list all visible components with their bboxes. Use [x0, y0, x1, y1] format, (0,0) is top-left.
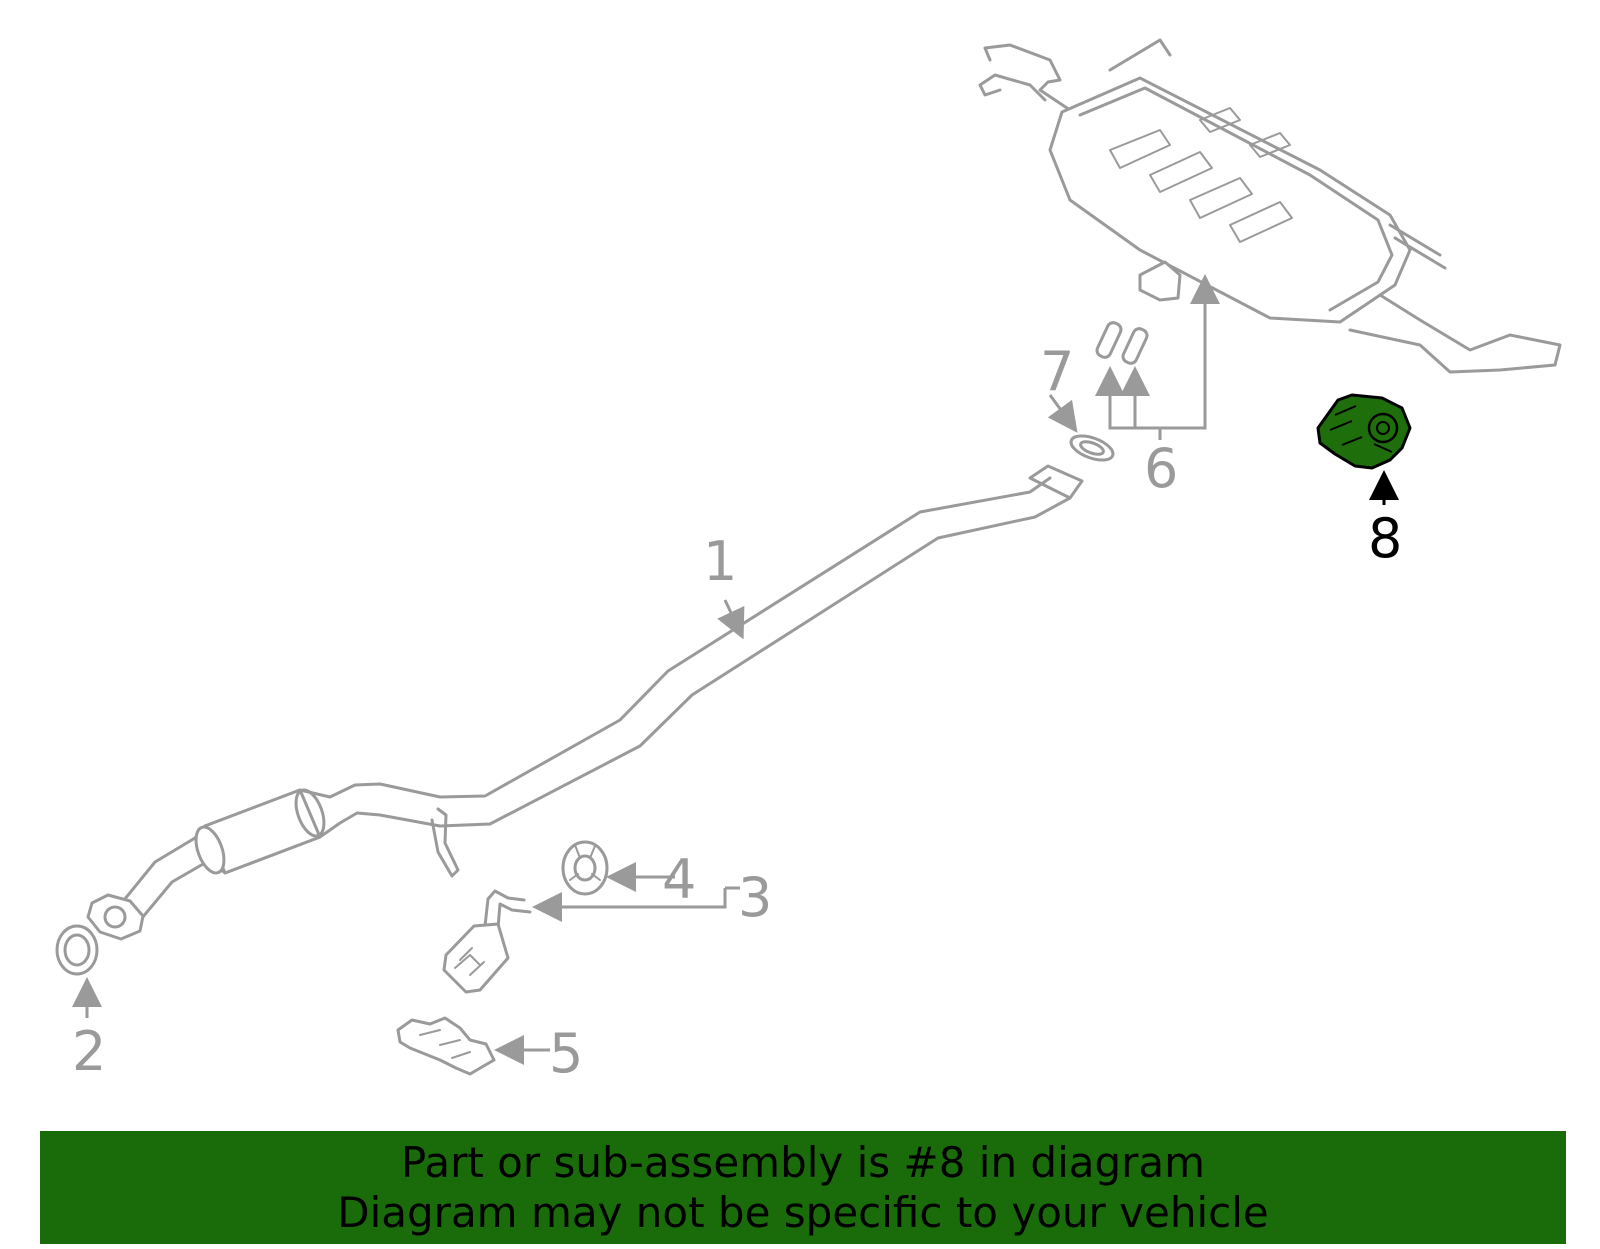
front-exhaust-pipe: [86, 464, 1084, 941]
callout-2: 2: [72, 1020, 106, 1083]
leader-1: [717, 599, 745, 640]
rubber-hanger-4: [561, 840, 609, 896]
callout-5: 5: [549, 1022, 583, 1085]
leader-3: [532, 888, 727, 922]
banner-line-1: Part or sub-assembly is #8 in diagram: [400, 1137, 1206, 1187]
gasket-2: [55, 924, 99, 976]
callout-7: 7: [1040, 340, 1074, 403]
leader-7: [1047, 394, 1078, 433]
leader-6c: [1160, 274, 1220, 430]
hanger-bracket-3: [442, 889, 532, 994]
gasket-7: [1069, 434, 1115, 462]
info-banner: Part or sub-assembly is #8 in diagram Di…: [40, 1131, 1566, 1244]
rear-muffler-assembly-6: [978, 38, 1562, 374]
callout-1: 1: [703, 530, 737, 593]
leader-6b: [1120, 366, 1160, 430]
highlighted-hanger-8: [1316, 393, 1412, 470]
callout-numbers: 1 2 3 4 5 6 7 8: [72, 340, 1402, 1085]
callout-8: 8: [1368, 507, 1402, 570]
banner-line-2: Diagram may not be specific to your vehi…: [337, 1187, 1269, 1237]
callout-6: 6: [1144, 437, 1178, 500]
leader-lines: [72, 274, 1399, 1065]
callout-3: 3: [738, 866, 772, 929]
callout-4: 4: [662, 848, 696, 911]
heat-shield-5: [396, 1016, 496, 1076]
